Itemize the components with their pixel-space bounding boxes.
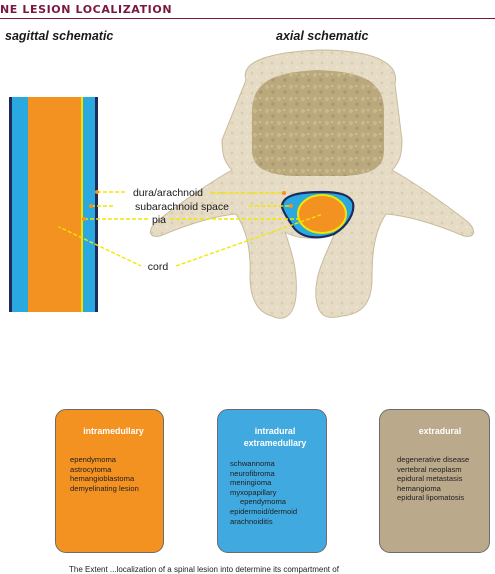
- sagittal-pia-line: [81, 97, 83, 312]
- list-item: epidural metastasis: [397, 474, 463, 484]
- vertebral-body: [252, 70, 384, 176]
- header-rule: [0, 18, 495, 19]
- list-item: epidermoid/dermoid: [230, 506, 298, 516]
- list-item: myxopapillary: [230, 487, 277, 497]
- intradural-extramedullary-title: intradural extramedullary: [243, 426, 307, 448]
- extradural-title: extradural: [418, 426, 462, 436]
- figure-caption: The Extent ...localization of a spinal l…: [69, 565, 339, 574]
- axial-title: axial schematic: [276, 29, 369, 43]
- list-item: hemangioblastoma: [70, 474, 135, 484]
- leader-endpoints: [55, 190, 325, 228]
- leader-cord-ax: [175, 213, 324, 267]
- sagittal-csf-back: [12, 97, 28, 312]
- list-item: astrocytoma: [70, 464, 112, 474]
- label-dura-arachnoid: dura/arachnoid: [133, 187, 203, 199]
- sagittal-dura-back: [9, 97, 13, 312]
- list-item: arachnoiditis: [230, 516, 273, 526]
- list-item: degenerative disease: [397, 455, 470, 464]
- label-cord: cord: [148, 261, 169, 273]
- sagittal-title: sagittal schematic: [5, 29, 114, 43]
- label-subarachnoid-space: subarachnoid space: [135, 201, 229, 213]
- list-item: neurofibroma: [230, 468, 275, 478]
- intramedullary-box: intramedullary ependymoma astrocytoma he…: [55, 409, 164, 553]
- header-title: NE LESION LOCALIZATION: [0, 3, 173, 16]
- list-item: vertebral neoplasm: [397, 464, 462, 474]
- list-item: schwannoma: [230, 459, 275, 468]
- leader-cord-sag: [56, 225, 142, 267]
- sagittal-cord: [28, 97, 81, 312]
- list-item: hemangioma: [397, 483, 441, 493]
- list-item: ependymoma: [240, 497, 287, 507]
- leader-lines: [56, 191, 324, 267]
- sagittal-csf-front: [83, 97, 95, 312]
- vertebra-bone: [150, 49, 474, 319]
- extradural-box: extradural degenerative disease vertebra…: [379, 409, 490, 553]
- intramedullary-title: intramedullary: [83, 426, 144, 436]
- intradural-extramedullary-box: intradural extramedullary schwannoma neu…: [217, 409, 327, 553]
- list-item: demyelinating lesion: [70, 483, 139, 493]
- axial-schematic: [150, 49, 474, 319]
- list-item: ependymoma: [70, 455, 117, 464]
- sagittal-schematic: [9, 97, 98, 312]
- sagittal-dura-front: [95, 97, 98, 312]
- list-item: meningioma: [230, 478, 272, 488]
- anatomy-diagram: dura/arachnoid subarachnoid space pia co…: [9, 49, 474, 319]
- label-pia: pia: [152, 214, 166, 226]
- list-item: epidural lipomatosis: [397, 493, 465, 503]
